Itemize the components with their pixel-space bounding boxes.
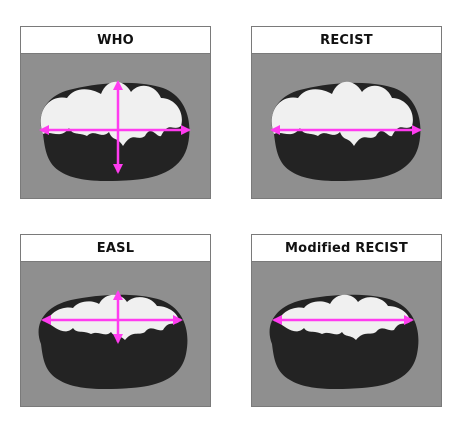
panel-title: WHO [21,27,210,54]
panel-easl: EASL [20,234,211,407]
tumor-diagram-who [39,80,191,182]
tumor-diagram-easl [38,290,188,390]
panel-title: Modified RECIST [252,235,441,262]
panel-who: WHO [20,26,211,199]
panel-recist: RECIST [251,26,442,199]
panel-title: EASL [21,235,210,262]
panel-title: RECIST [252,27,441,54]
tumor-diagram-recist [270,81,422,182]
panel-modified-recist: Modified RECIST [251,234,442,407]
tumor-diagram-modified-recist [269,294,419,390]
